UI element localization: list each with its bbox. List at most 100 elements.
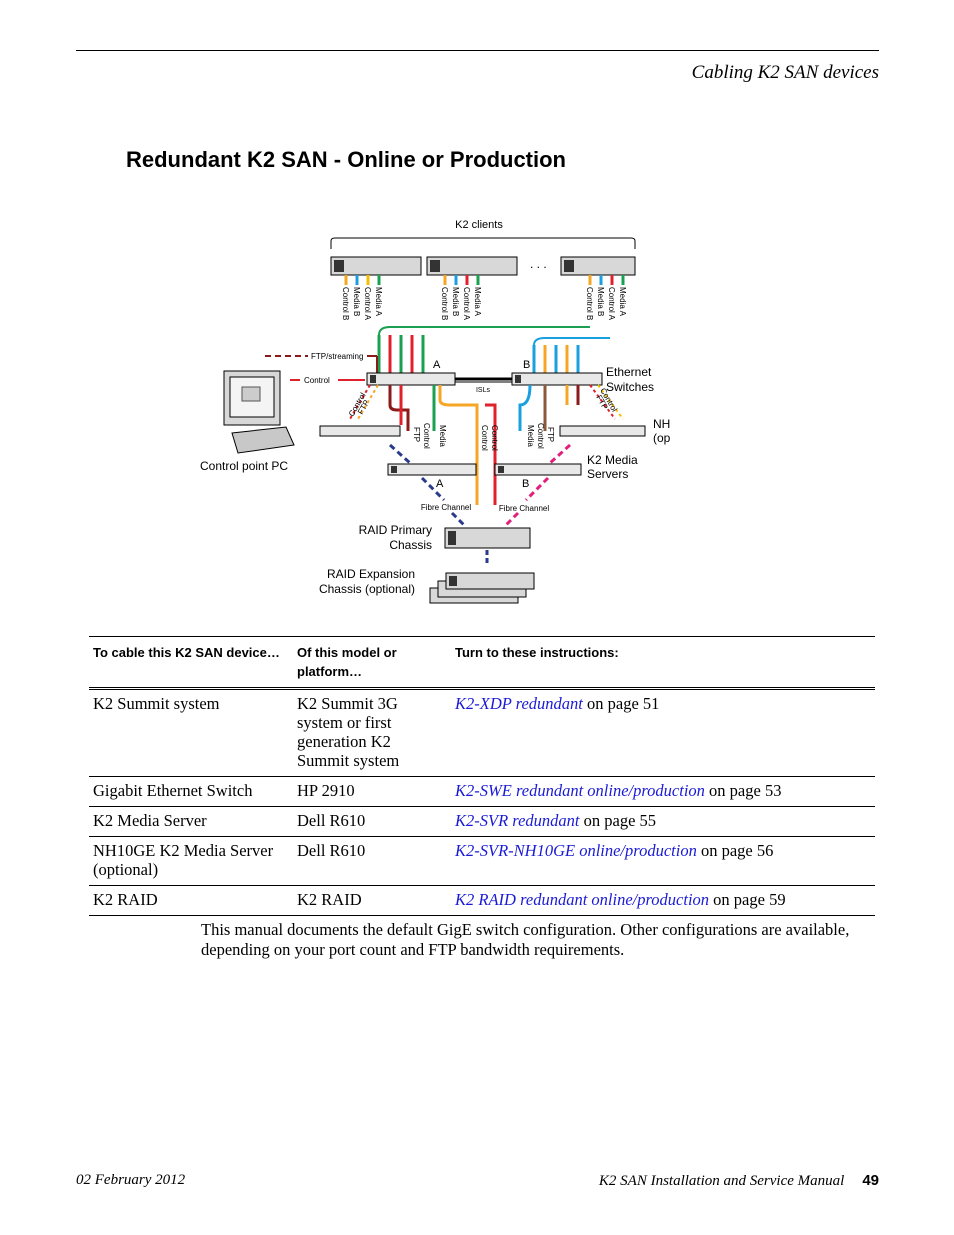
client1-cable-label: Media B: [352, 287, 361, 316]
control-b-label: Control: [536, 423, 545, 449]
switch-to-server-cables: [388, 384, 580, 505]
server-a-label: A: [436, 478, 444, 490]
raid-primary-chassis: [444, 527, 531, 549]
instructions-cell: K2-XDP redundant on page 51: [451, 688, 875, 777]
footer-manual: K2 SAN Installation and Service Manual 49: [599, 1172, 879, 1190]
table-row: Gigabit Ethernet Switch HP 2910 K2-SWE r…: [89, 776, 875, 807]
page-ref: on page 55: [579, 811, 657, 830]
device-cell: K2 Media Server: [89, 806, 293, 837]
column-header: Of this model or platform…: [293, 636, 451, 689]
ethernet-switch-a: [366, 372, 456, 386]
k2-san-cabling-diagram: K2 clients . . . Control B Media B Contr…: [200, 219, 670, 604]
instructions-link[interactable]: K2-XDP redundant: [455, 694, 583, 713]
header-rule: [76, 50, 879, 51]
instructions-cell: K2-SVR redundant on page 55: [451, 806, 875, 837]
footer-manual-title: K2 SAN Installation and Service Manual: [598, 1173, 845, 1189]
model-cell: Dell R610: [293, 806, 451, 837]
control-label: Control: [304, 376, 330, 385]
ethernet-switches-label: Switches: [606, 380, 654, 394]
client2-cable-label: Media B: [451, 287, 460, 316]
raid-expansion-label: RAID Expansion: [327, 567, 415, 581]
table-header-row: To cable this K2 SAN device… Of this mod…: [89, 636, 875, 689]
instructions-cell: K2-SVR-NH10GE online/production on page …: [451, 836, 875, 886]
control-a-label: Control: [422, 423, 431, 449]
client-to-switch-cables: [377, 326, 610, 375]
fibre-channel-a-label: Fibre Channel: [421, 503, 471, 512]
configuration-note: This manual documents the default GigE s…: [201, 920, 850, 959]
client1-cable-label: Control B: [341, 287, 350, 320]
cabling-instructions-table: To cable this K2 SAN device… Of this mod…: [89, 636, 875, 916]
nh-servers-label: (optional): [653, 431, 670, 445]
instructions-cell: K2-SWE redundant online/production on pa…: [451, 776, 875, 807]
k2-media-server-a: [387, 463, 477, 476]
nh-server-left: [319, 425, 401, 437]
control-c-label: Control: [490, 425, 499, 451]
client2-cable-label: Media A: [473, 287, 482, 317]
instructions-link[interactable]: K2-SVR redundant: [455, 811, 580, 830]
device-cell: K2 Summit system: [89, 688, 293, 777]
client1-cable-label: Control A: [363, 287, 372, 321]
client3-cable-label: Media B: [596, 287, 605, 316]
ftp-b-label: FTP: [546, 427, 555, 442]
control-point-pc-label: Control point PC: [200, 459, 288, 473]
k2-media-servers-label: Servers: [587, 467, 628, 481]
fibre-channel-b-label: Fibre Channel: [499, 504, 549, 513]
instructions-link[interactable]: K2 RAID redundant online/production: [455, 890, 710, 909]
instructions-cell: K2 RAID redundant online/production on p…: [451, 885, 875, 916]
device-cell: K2 RAID: [89, 885, 293, 916]
running-header: Cabling K2 SAN devices: [691, 62, 879, 83]
footer-date: 02 February 2012: [76, 1172, 186, 1188]
column-header: To cable this K2 SAN device…: [89, 636, 293, 689]
media-b-label: Media: [526, 425, 535, 447]
client3-cable-label: Media A: [618, 287, 627, 317]
model-cell: K2 Summit 3G system or first generation …: [293, 688, 451, 777]
k2-client-1: [330, 256, 422, 276]
media-a-label: Media: [438, 425, 447, 447]
client1-cable-label: Media A: [374, 287, 383, 317]
raid-expansion-chassis: [429, 572, 535, 604]
k2-media-servers-label: K2 Media: [587, 453, 638, 467]
clients-ellipsis: . . .: [530, 257, 547, 271]
column-header: Turn to these instructions:: [451, 636, 875, 689]
control-c-label: Control: [480, 425, 489, 451]
switch-b-label: B: [523, 359, 530, 371]
table-row: NH10GE K2 Media Server (optional) Dell R…: [89, 836, 875, 886]
ftp-a-label: FTP: [412, 427, 421, 442]
k2-media-server-b: [494, 463, 582, 476]
server-b-label: B: [522, 478, 529, 490]
client3-cable-label: Control B: [585, 287, 594, 320]
table-row: K2 Summit system K2 Summit 3G system or …: [89, 688, 875, 777]
nh-server-right: [559, 425, 646, 437]
k2-clients-label: K2 clients: [455, 219, 503, 231]
ethernet-switch-b: [511, 372, 603, 386]
k2-client-3: [560, 256, 636, 276]
table-row: K2 RAID K2 RAID K2 RAID redundant online…: [89, 885, 875, 916]
raid-primary-label: RAID Primary: [359, 523, 432, 537]
raid-primary-label: Chassis: [389, 538, 432, 552]
ftp-streaming-label: FTP/streaming: [311, 352, 363, 361]
isls-label: ISLs: [476, 387, 491, 394]
model-cell: K2 RAID: [293, 885, 451, 916]
control-point-pc: [223, 370, 295, 454]
page-ref: on page 51: [582, 694, 660, 713]
model-cell: HP 2910: [293, 776, 451, 807]
device-cell: Gigabit Ethernet Switch: [89, 776, 293, 807]
table-row: K2 Media Server Dell R610 K2-SVR redunda…: [89, 806, 875, 837]
model-cell: Dell R610: [293, 836, 451, 886]
page-ref: on page 59: [709, 890, 786, 909]
ethernet-switches-label: Ethernet: [606, 365, 652, 379]
page-ref: on page 56: [696, 841, 774, 860]
client3-cable-label: Control A: [607, 287, 616, 321]
k2-client-2: [426, 256, 518, 276]
client2-cable-label: Control B: [440, 287, 449, 320]
client2-cable-label: Control A: [462, 287, 471, 321]
instructions-link[interactable]: K2-SVR-NH10GE online/production: [455, 841, 697, 860]
instructions-link[interactable]: K2-SWE redundant online/production: [455, 781, 705, 800]
page-number: 49: [862, 1172, 879, 1189]
switch-a-label: A: [433, 359, 441, 371]
nh-servers-label: NH Servers: [653, 417, 670, 431]
raid-expansion-label: Chassis (optional): [319, 582, 415, 596]
device-cell: NH10GE K2 Media Server (optional): [89, 836, 293, 886]
section-title: Redundant K2 SAN - Online or Production: [126, 147, 566, 172]
clients-bracket: [330, 237, 636, 249]
